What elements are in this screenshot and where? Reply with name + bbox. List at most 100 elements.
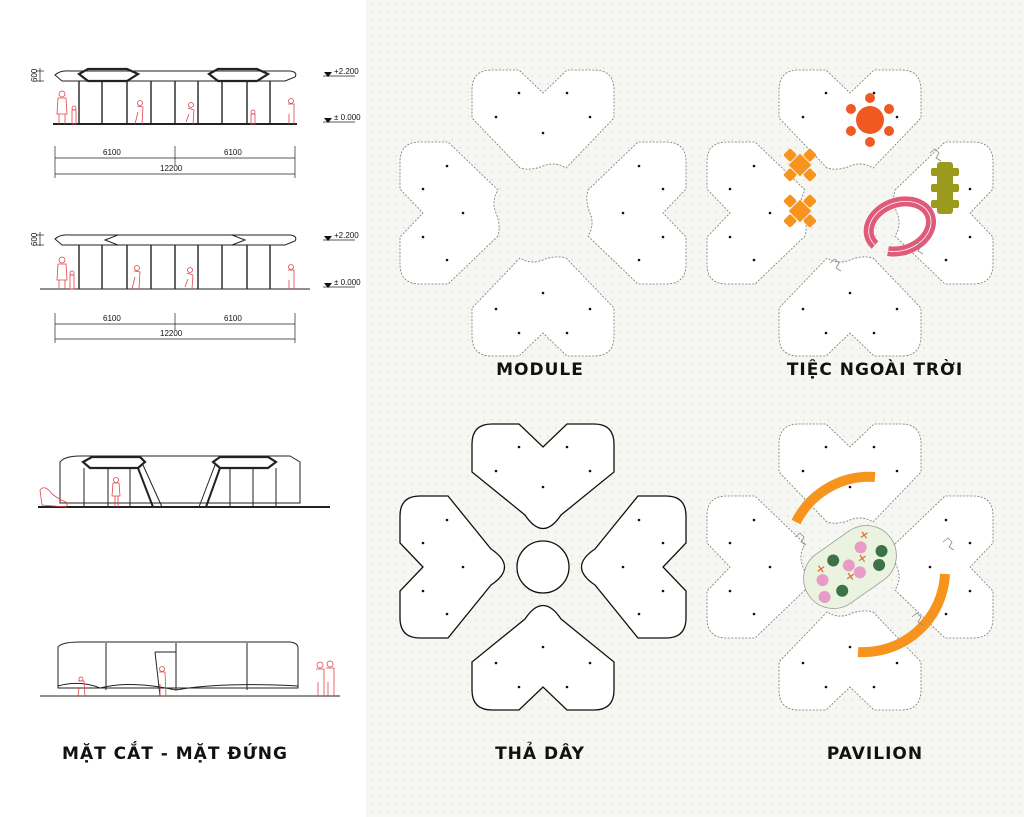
chair <box>865 93 875 103</box>
plant <box>816 574 829 587</box>
column-dot <box>801 661 805 665</box>
plant <box>842 559 855 572</box>
plant <box>854 541 867 554</box>
petal-outline <box>471 256 615 357</box>
column-dot <box>517 91 521 95</box>
column-dot <box>728 541 732 545</box>
level-marker-ground-1 <box>324 118 332 123</box>
curved-bench <box>791 471 876 525</box>
chair <box>865 137 875 147</box>
roof-height-label-1: 600 <box>30 68 39 82</box>
column-dot <box>661 541 665 545</box>
column-dot <box>517 445 521 449</box>
dimension-lines-2 <box>36 232 355 343</box>
column-dot <box>637 164 641 168</box>
petal-left <box>399 495 506 639</box>
column-dot <box>848 645 852 649</box>
column-dot <box>968 589 972 593</box>
column-dot <box>588 115 592 119</box>
plan-open <box>399 423 687 711</box>
column-dot <box>824 91 828 95</box>
chair <box>803 168 817 182</box>
petal-outline <box>706 495 807 639</box>
column-dot <box>494 115 498 119</box>
chair <box>783 148 797 162</box>
chair <box>931 184 959 192</box>
column-dot <box>848 485 852 489</box>
petal-outline <box>586 141 687 285</box>
column-dot <box>895 469 899 473</box>
level-marker-top-2 <box>324 236 332 241</box>
section-drawing-1 <box>53 67 297 125</box>
petal-bottom <box>778 610 922 711</box>
column-dot <box>541 645 545 649</box>
petal-outline <box>471 604 615 711</box>
plan-party <box>706 69 994 357</box>
planter-group <box>803 525 897 609</box>
column-dot <box>661 187 665 191</box>
level-ground-label-1: ± 0.000 <box>334 113 361 122</box>
column-dot <box>752 164 756 168</box>
column-dot <box>445 258 449 262</box>
person-icon <box>942 537 955 551</box>
right-panel-dot-grid <box>366 0 1024 817</box>
plant <box>818 590 831 603</box>
span-left-label-2: 6100 <box>103 314 121 323</box>
column-dot <box>461 211 465 215</box>
column-dot <box>445 164 449 168</box>
column-dot <box>801 307 805 311</box>
column-dot <box>872 331 876 335</box>
person-icon <box>929 148 942 162</box>
plan-module <box>399 69 687 357</box>
column-dot <box>824 445 828 449</box>
curved-bench <box>857 573 950 658</box>
plan-title-party: TIỆC NGOÀI TRỜI <box>787 358 963 380</box>
column-dot <box>621 565 625 569</box>
column-dot <box>461 565 465 569</box>
plant <box>873 558 886 571</box>
column-dot <box>895 661 899 665</box>
chair <box>884 104 895 114</box>
column-dot <box>872 685 876 689</box>
column-dot <box>565 685 569 689</box>
column-dot <box>494 661 498 665</box>
petal-right <box>893 495 994 639</box>
column-dot <box>728 235 732 239</box>
level-top-label-1: +2.200 <box>334 67 359 76</box>
column-dot <box>801 469 805 473</box>
chair <box>783 214 797 228</box>
column-dot <box>421 235 425 239</box>
column-dot <box>872 91 876 95</box>
column-dot <box>824 331 828 335</box>
plant <box>853 566 866 579</box>
column-dot <box>661 589 665 593</box>
chair <box>803 214 817 228</box>
elevation-drawing-4 <box>40 641 340 697</box>
chair <box>845 126 856 136</box>
people-figures-2 <box>56 256 295 290</box>
column-dot <box>848 291 852 295</box>
ring-bench-detail <box>868 201 932 252</box>
column-dot <box>541 131 545 135</box>
petal-outline <box>778 256 922 357</box>
petal-left <box>706 495 807 639</box>
column-dot <box>565 91 569 95</box>
person-icon <box>794 532 807 546</box>
column-dot <box>752 612 756 616</box>
column-dot <box>968 187 972 191</box>
column-dot <box>541 291 545 295</box>
column-dot <box>421 187 425 191</box>
span-right-label-1: 6100 <box>224 148 242 157</box>
flower <box>817 565 825 573</box>
column-dot <box>661 235 665 239</box>
span-right-label-2: 6100 <box>224 314 242 323</box>
column-dot <box>588 307 592 311</box>
column-dot <box>824 685 828 689</box>
column-dot <box>872 445 876 449</box>
petal-outline <box>778 610 922 711</box>
petal-outline <box>471 69 615 170</box>
span-left-label-1: 6100 <box>103 148 121 157</box>
plant <box>836 584 849 597</box>
column-dot <box>968 541 972 545</box>
